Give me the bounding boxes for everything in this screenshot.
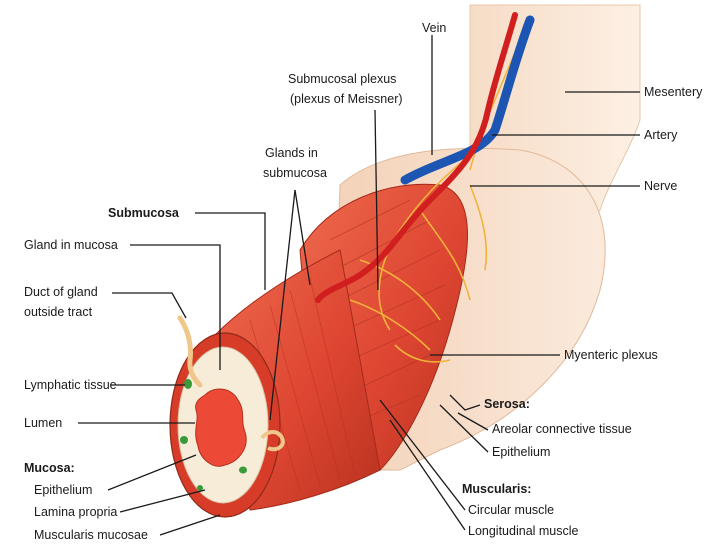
label-artery: Artery (644, 128, 678, 142)
label-mucosa-epithelium: Epithelium (34, 483, 92, 497)
label-submucosal-plexus-2: (plexus of Meissner) (290, 92, 403, 106)
label-lumen: Lumen (24, 416, 62, 430)
label-circular-muscle: Circular muscle (468, 503, 554, 517)
label-duct-of-gland-1: Duct of gland (24, 285, 98, 299)
label-mesentery: Mesentery (644, 85, 703, 99)
label-longitudinal-muscle: Longitudinal muscle (468, 524, 579, 538)
label-muscularis-mucosae: Muscularis mucosae (34, 528, 148, 542)
label-lymphatic-tissue: Lymphatic tissue (24, 378, 117, 392)
lumen (196, 389, 247, 466)
label-vein: Vein (422, 21, 446, 35)
label-areolar-connective-tissue: Areolar connective tissue (492, 422, 632, 436)
label-lamina-propria: Lamina propria (34, 505, 117, 519)
label-mucosa: Mucosa: (24, 461, 75, 475)
label-submucosal-plexus-1: Submucosal plexus (288, 72, 396, 86)
label-nerve: Nerve (644, 179, 677, 193)
label-serosa-epithelium: Epithelium (492, 445, 550, 459)
label-serosa: Serosa: (484, 397, 530, 411)
label-myenteric-plexus: Myenteric plexus (564, 348, 658, 362)
label-glands-in-submucosa-1: Glands in (265, 146, 318, 160)
label-submucosa: Submucosa (108, 206, 180, 220)
label-duct-of-gland-2: outside tract (24, 305, 93, 319)
label-glands-in-submucosa-2: submucosa (263, 166, 327, 180)
label-muscularis: Muscularis: (462, 482, 531, 496)
label-gland-in-mucosa: Gland in mucosa (24, 238, 118, 252)
